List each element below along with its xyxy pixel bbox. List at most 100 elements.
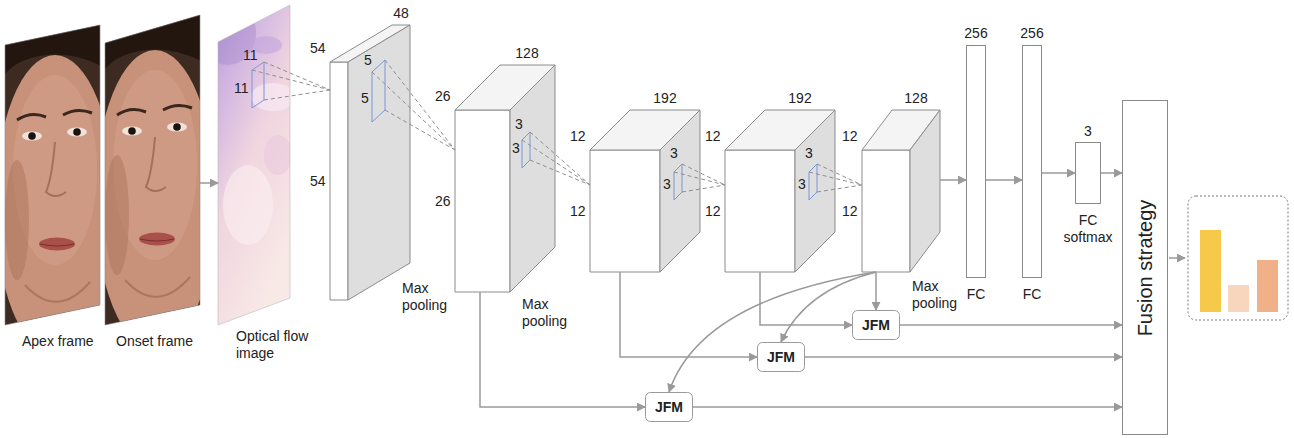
conv-layer-block-outline [862, 110, 940, 272]
layer-label: FC [1023, 286, 1042, 303]
projection-line [809, 172, 862, 185]
output-panel [1188, 196, 1288, 320]
face-photo-part [117, 110, 146, 115]
conv-layer-block-outline [590, 110, 700, 272]
face-photo-part [0, 20, 105, 80]
optical-flow-image-part [200, 1, 295, 325]
conv-layer-block: 261283326Max pooling [455, 65, 555, 292]
projection-line [817, 185, 862, 192]
layer-label: Optical flow image [236, 328, 322, 362]
jfm-module: JFM [757, 342, 805, 372]
softmax-layer-part [1076, 143, 1101, 204]
layer-label: Onset frame [116, 333, 193, 350]
jfm-module-part [758, 343, 805, 372]
face-photo-part [95, 50, 215, 350]
dimension-label: 12 [842, 203, 858, 220]
face-photo-outline [5, 20, 100, 325]
fc-layer-part [1023, 46, 1042, 278]
kernel-window [252, 62, 264, 108]
face-photo-part [67, 128, 87, 137]
face-photo-part [125, 277, 190, 297]
dimension-label: 3 [663, 176, 671, 193]
jfm-module-part [646, 393, 693, 422]
dimension-label: 11 [243, 47, 258, 64]
dimension-label: 26 [435, 88, 451, 105]
face-photo-part [22, 132, 42, 141]
conv-layer-block: 121923312 [590, 110, 700, 272]
face-photo-part [95, 10, 215, 350]
projection-line [674, 172, 725, 185]
flow-arrow [1101, 172, 1122, 174]
output-bar [1200, 230, 1221, 312]
dimension-label: 12 [705, 203, 721, 220]
dimension-label: 12 [570, 128, 586, 145]
dimension-label: 12 [570, 203, 586, 220]
face-photo: Apex frame [5, 20, 100, 325]
output-bar [1257, 260, 1278, 312]
face-photo-part [163, 105, 192, 110]
dimension-label: 128 [904, 90, 927, 107]
flow-arrow [805, 356, 1122, 358]
softmax-layer: 3FC softmax [1075, 142, 1101, 204]
flow-arrow [620, 272, 757, 357]
projection-line [385, 110, 455, 150]
face-photo-part [122, 127, 142, 136]
dimension-label: 48 [393, 5, 409, 22]
dimension-label: 5 [361, 90, 369, 107]
projection-line [817, 164, 862, 185]
projection-line [530, 160, 590, 185]
conv-layer-block-part [455, 110, 510, 292]
projection-line [682, 185, 725, 192]
face-photo-part [100, 15, 205, 75]
optical-flow-image-part [264, 135, 292, 175]
kernel-window [372, 60, 385, 122]
conv-layer-block-part [862, 150, 910, 272]
conv-layer-block-part [910, 110, 940, 272]
dimension-label: 3 [515, 116, 523, 133]
layer-label: Fusion strategy [1133, 199, 1157, 336]
layer-label: Max pooling [912, 278, 957, 312]
layer-label: FC softmax [1064, 212, 1113, 246]
fc-layer-outline [1022, 45, 1042, 278]
projection-line [682, 164, 725, 185]
dimension-label: 3 [1084, 123, 1092, 140]
kernel-window [522, 132, 530, 168]
projection-line [264, 90, 330, 100]
flow-arrow [900, 324, 1122, 326]
projection-line [385, 60, 455, 150]
face-photo-part [105, 155, 129, 275]
flow-arrow [940, 179, 966, 181]
kernel-projection [372, 60, 455, 150]
face-photo-part [173, 123, 181, 131]
flow-arrow [480, 292, 645, 407]
face-photo-part [0, 15, 115, 355]
face-photo-part [63, 110, 92, 115]
dimension-label: 3 [798, 176, 806, 193]
face-photo-part [5, 25, 100, 325]
face-photo-part [128, 127, 136, 135]
conv-layer-block-part [795, 110, 835, 272]
dimension-label: 11 [234, 80, 249, 97]
output-arrow [1169, 257, 1185, 259]
kernel-projection [252, 62, 330, 100]
dimension-label: 3 [670, 145, 678, 162]
dimension-label: 192 [653, 90, 676, 107]
layer-label: Apex frame [22, 333, 94, 350]
jfm-module: JFM [852, 310, 900, 340]
jfm-module: JFM [645, 392, 693, 422]
dimension-label: 256 [1020, 25, 1043, 42]
flow-arrow [200, 182, 218, 184]
kernel-window [809, 164, 817, 200]
flow-arrow [781, 272, 876, 342]
softmax-layer-outline [1075, 142, 1101, 204]
fc-layer: 256FC [1022, 45, 1042, 278]
dimension-label: 192 [788, 90, 811, 107]
layer-label: JFM [655, 399, 683, 416]
face-photo-part [39, 238, 75, 251]
dimension-label: 12 [705, 128, 721, 145]
face-photo-outline [105, 15, 200, 325]
dimension-label: 3 [512, 140, 520, 157]
face-photo-part [146, 137, 166, 191]
